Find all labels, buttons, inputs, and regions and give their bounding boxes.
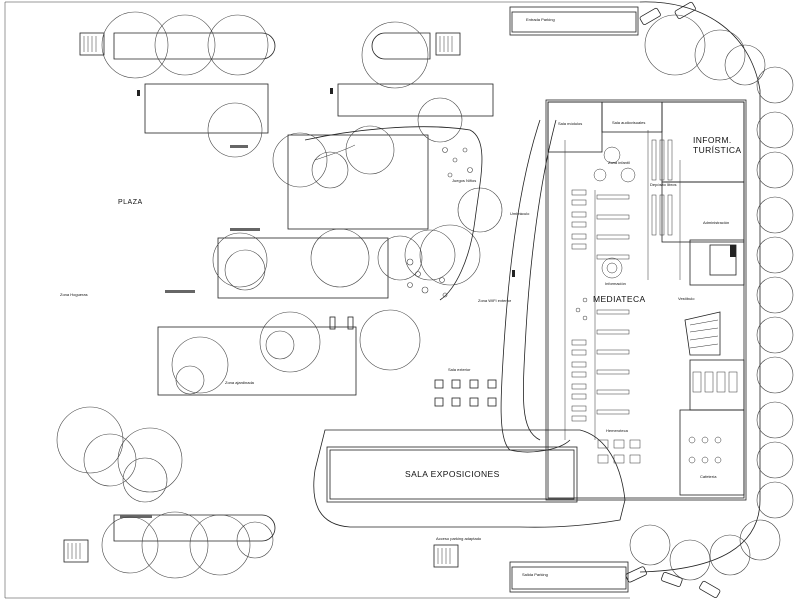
deposito-libros-label: Depósito libros — [650, 182, 676, 187]
planter-beds — [113, 32, 494, 542]
sala-exposiciones-label: SALA EXPOSICIONES — [405, 469, 500, 479]
mediateca-label: MEDIATECA — [593, 294, 646, 304]
plaza-label: PLAZA — [118, 199, 143, 206]
acceso-parking-label: Acceso parking adaptado — [436, 536, 482, 541]
stairs-icon — [63, 32, 461, 568]
umbraculo-path — [500, 119, 571, 453]
staircase-core — [684, 244, 737, 356]
informacion-label: Información — [605, 281, 626, 286]
round-tables — [575, 146, 722, 464]
inform-label-line2: TURÍSTICA — [693, 145, 741, 155]
access-road — [639, 1, 761, 573]
tree-canopies — [56, 11, 503, 579]
administracion-label: Administración — [703, 220, 729, 225]
site-boundary — [4, 1, 640, 599]
zona-ajardinada-label: Zona ajardinada — [225, 380, 255, 385]
juegos-ninos-label: Juegos Niños — [452, 178, 476, 183]
hemeroteca-tables — [597, 439, 641, 464]
zona-infantil-label: Zona infantil — [608, 160, 630, 165]
sala-audiovisuales-label: Sala audiovisuales — [612, 120, 645, 125]
zona-wifi-label: Zona WIFI exterior — [478, 298, 512, 303]
entrada-parking-label: Entrada Parking — [526, 17, 555, 22]
salida-parking-label: Salida Parking — [522, 572, 548, 577]
sala-exterior-label: Sala exterior — [448, 367, 471, 372]
bench-hatches — [120, 88, 515, 518]
umbraculo-label: Umbráculo — [510, 211, 530, 216]
play-area — [304, 126, 483, 301]
sala-modulos-label: Sala módulos — [558, 121, 582, 126]
tree-row-east — [629, 14, 794, 581]
vestibulo-label: Vestíbulo — [678, 296, 695, 301]
zona-hogueras-label: Zona Hogueras — [60, 292, 88, 297]
book-shelves — [596, 139, 673, 415]
parking-exit-ramp: Salida Parking — [509, 561, 629, 593]
cafeteria-label: Cafetería — [700, 474, 717, 479]
restroom-stalls — [692, 371, 738, 393]
parking-entrance-ramp: Entrada Parking — [509, 6, 639, 36]
benches — [329, 316, 354, 330]
inform-label-line1: INFORM. — [693, 135, 732, 145]
study-desks — [571, 189, 587, 422]
mediateca-building — [545, 99, 747, 501]
hemeroteca-label: Hemeroteca — [606, 428, 629, 433]
outdoor-tables — [434, 379, 497, 407]
exhibition-hall — [313, 429, 626, 528]
